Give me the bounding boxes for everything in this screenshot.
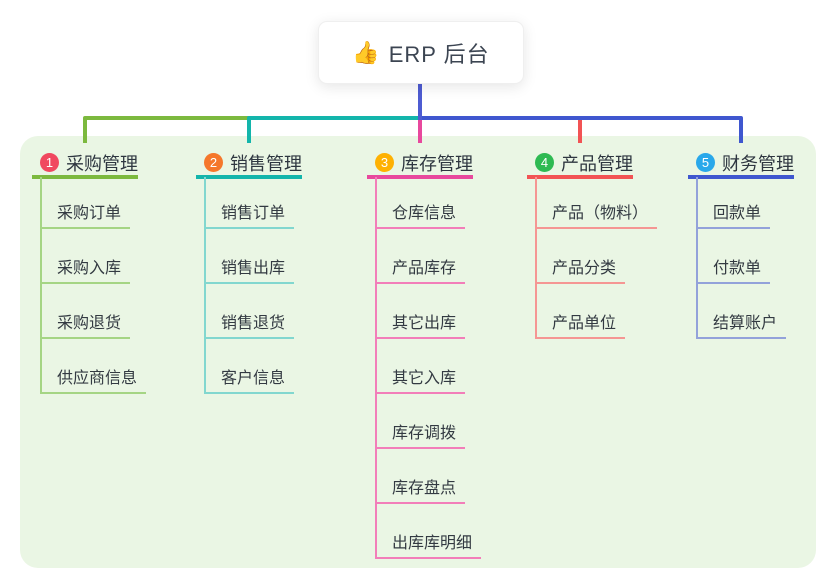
branch-title-purchase[interactable]: 1 采购管理: [32, 150, 138, 179]
root-label: ERP 后台: [388, 41, 490, 67]
child-node-sales-outbound[interactable]: 销售出库: [204, 256, 295, 284]
child-node-sales-return[interactable]: 销售退货: [204, 311, 295, 339]
branch-number-badge: 3: [375, 153, 394, 172]
child-node-product-material[interactable]: 产品（物料）: [535, 201, 658, 229]
branch-title-sales[interactable]: 2 销售管理: [196, 150, 302, 179]
child-node-customer-info[interactable]: 客户信息: [204, 366, 295, 394]
branch-number-badge: 5: [696, 153, 715, 172]
branch-children-line: [40, 177, 42, 394]
branch-title-finance[interactable]: 5 财务管理: [688, 150, 794, 179]
child-node-payment-bill[interactable]: 付款单: [696, 256, 771, 284]
branch-label: 采购管理: [66, 153, 138, 174]
child-node-stock-check[interactable]: 库存盘点: [375, 476, 466, 504]
child-node-purchase-return[interactable]: 采购退货: [40, 311, 131, 339]
branch-children-line: [204, 177, 206, 394]
child-node-purchase-inbound[interactable]: 采购入库: [40, 256, 131, 284]
branch-number-badge: 1: [40, 153, 59, 172]
child-node-other-outbound[interactable]: 其它出库: [375, 311, 466, 339]
branch-title-inventory[interactable]: 3 库存管理: [367, 150, 473, 179]
branches-background-panel: [20, 136, 816, 568]
child-node-purchase-order[interactable]: 采购订单: [40, 201, 131, 229]
child-node-stock-detail[interactable]: 出库库明细: [375, 531, 482, 559]
child-node-settlement-account[interactable]: 结算账户: [696, 311, 787, 339]
child-node-warehouse-info[interactable]: 仓库信息: [375, 201, 466, 229]
branch-children-line: [375, 177, 377, 559]
child-node-other-inbound[interactable]: 其它入库: [375, 366, 466, 394]
child-node-product-unit[interactable]: 产品单位: [535, 311, 626, 339]
branch-title-product[interactable]: 4 产品管理: [527, 150, 633, 179]
branch-children-line: [696, 177, 698, 339]
child-node-receipt-bill[interactable]: 回款单: [696, 201, 771, 229]
branch-label: 销售管理: [230, 153, 302, 174]
branch-label: 库存管理: [401, 153, 473, 174]
thumbs-up-icon: 👍: [352, 39, 380, 65]
child-node-product-stock[interactable]: 产品库存: [375, 256, 466, 284]
child-node-stock-transfer[interactable]: 库存调拨: [375, 421, 466, 449]
child-node-product-category[interactable]: 产品分类: [535, 256, 626, 284]
root-node[interactable]: 👍 ERP 后台: [318, 21, 524, 84]
branch-number-badge: 2: [204, 153, 223, 172]
child-node-sales-order[interactable]: 销售订单: [204, 201, 295, 229]
child-node-supplier-info[interactable]: 供应商信息: [40, 366, 147, 394]
branch-label: 财务管理: [722, 153, 794, 174]
branch-label: 产品管理: [561, 153, 633, 174]
branch-children-line: [535, 177, 537, 339]
branch-number-badge: 4: [535, 153, 554, 172]
